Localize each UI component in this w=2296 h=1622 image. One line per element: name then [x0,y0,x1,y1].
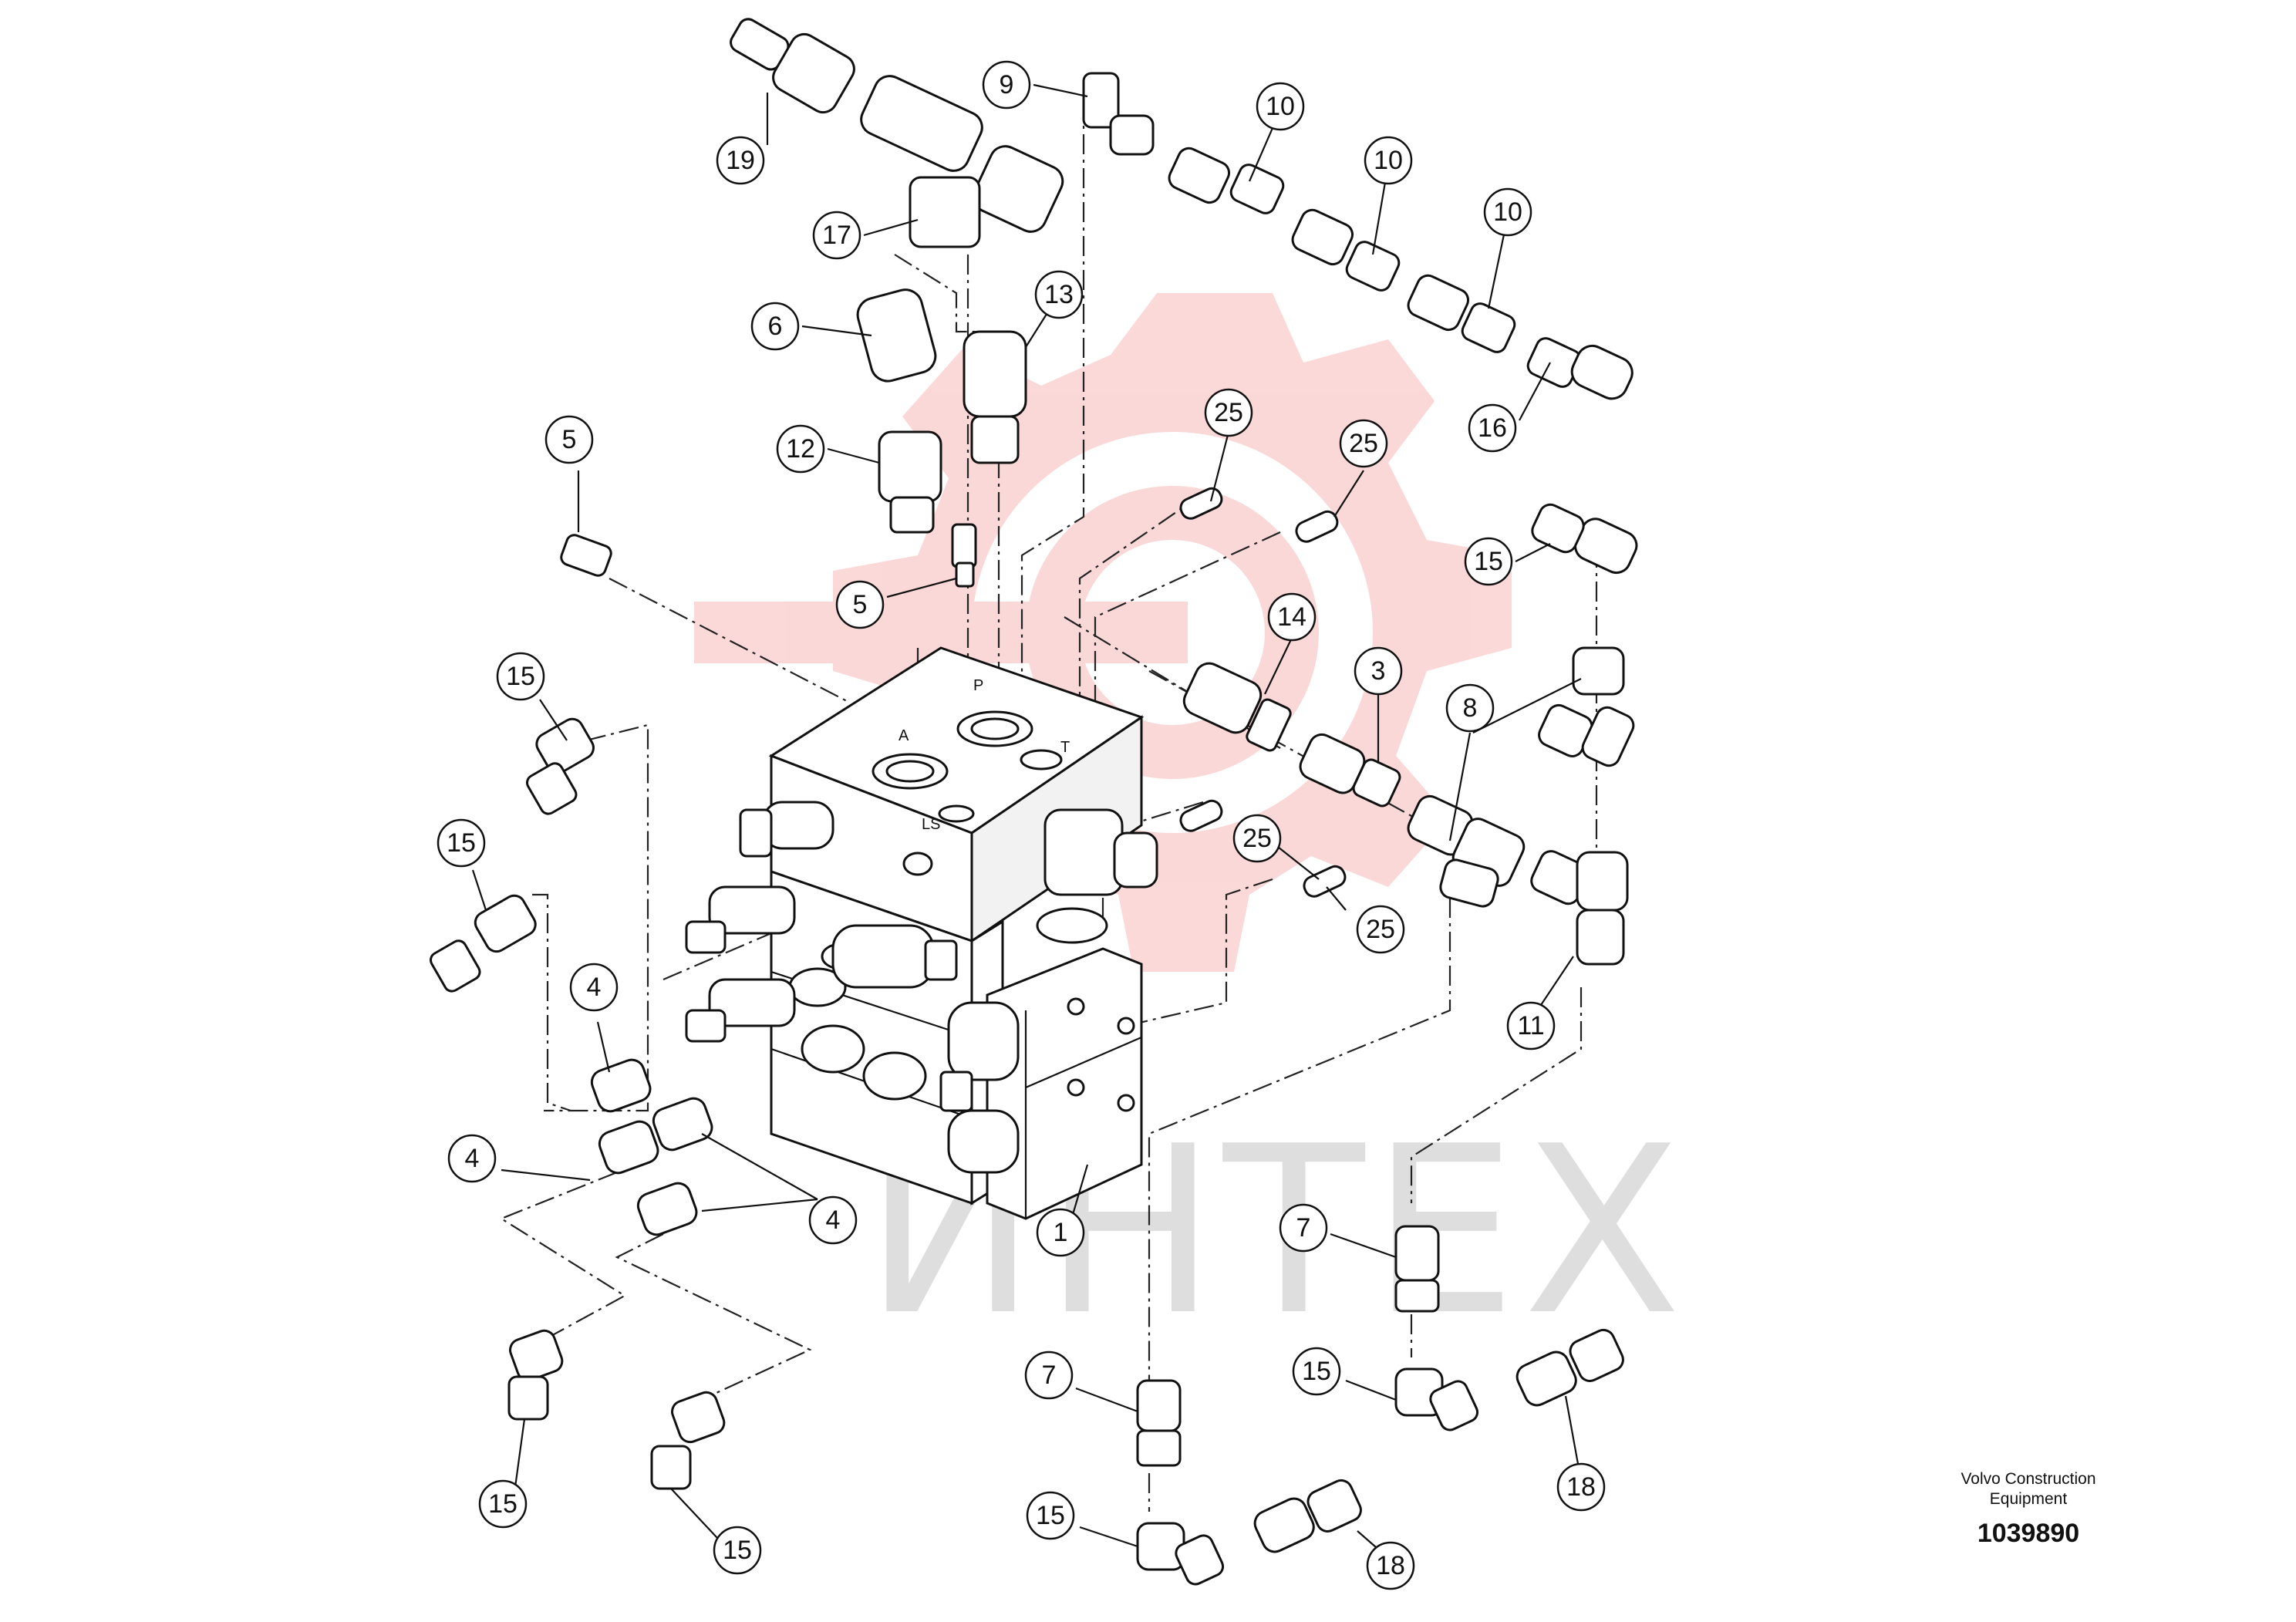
callout-16: 16 [1468,403,1517,453]
svg-text:7: 7 [1042,1361,1057,1390]
svg-text:5: 5 [853,590,868,619]
svg-text:7: 7 [1296,1213,1311,1243]
callout-15-e: 15 [1026,1491,1075,1540]
svg-text:15: 15 [1036,1501,1065,1530]
svg-text:15: 15 [506,662,535,691]
callout-15-d: 15 [1292,1347,1341,1396]
svg-text:25: 25 [1242,824,1272,853]
callout-8: 8 [1445,683,1495,733]
svg-text:15: 15 [723,1536,752,1565]
svg-text:17: 17 [822,221,851,250]
callout-6: 6 [750,302,800,351]
svg-text:9: 9 [1000,70,1014,99]
callout-18-b: 18 [1366,1541,1415,1590]
callout-5-b: 5 [835,580,885,629]
port-labels: A P T LS [899,677,1070,833]
callout-15-b: 15 [496,652,545,701]
fittings [430,18,1638,1586]
svg-text:14: 14 [1277,602,1306,632]
callout-10-a: 10 [1256,82,1305,131]
svg-text:18: 18 [1566,1472,1596,1502]
callout-25-d: 25 [1356,905,1405,954]
port-label-ls: LS [922,816,940,833]
callout-10-c: 10 [1483,187,1532,237]
callout-13: 13 [1034,270,1084,319]
svg-text:16: 16 [1478,413,1507,443]
svg-text:19: 19 [726,146,755,175]
callout-7-a: 7 [1279,1203,1328,1253]
svg-text:15: 15 [447,828,476,858]
svg-text:15: 15 [488,1489,518,1519]
svg-text:4: 4 [826,1206,841,1235]
callout-7-b: 7 [1024,1351,1074,1400]
svg-text:25: 25 [1366,915,1395,944]
callout-25-b: 25 [1339,419,1388,468]
svg-text:11: 11 [1517,1011,1544,1040]
callout-15-f: 15 [478,1479,528,1529]
callout-9: 9 [982,60,1031,110]
svg-text:25: 25 [1214,398,1243,427]
callout-4-a: 4 [569,963,619,1012]
callout-15-c: 15 [437,818,486,868]
callout-5-a: 5 [544,415,594,464]
brand-block: Volvo Construction Equipment 1039890 [1890,1469,2167,1549]
callout-1: 1 [1036,1208,1085,1257]
callout-19: 19 [716,136,765,185]
svg-text:8: 8 [1463,693,1478,723]
callout-14: 14 [1267,592,1317,642]
callout-11: 11 [1506,1001,1556,1050]
svg-text:10: 10 [1374,146,1403,175]
svg-text:3: 3 [1371,656,1386,686]
drawing-number: 1039890 [1977,1519,2080,1548]
callout-15-g: 15 [713,1526,762,1575]
svg-text:10: 10 [1266,92,1295,121]
callout-10-b: 10 [1364,136,1413,185]
callout-4-c: 4 [808,1195,858,1245]
valve-block [685,646,1158,1220]
brand-company-line-1: Volvo Construction [1961,1470,2096,1488]
svg-text:25: 25 [1349,429,1378,458]
svg-text:18: 18 [1376,1551,1405,1580]
svg-text:15: 15 [1302,1357,1331,1386]
callout-18-a: 18 [1556,1462,1606,1512]
callouts: 19 9 10 10 10 17 6 13 16 25 25 5 12 15 5… [437,60,1606,1590]
callout-17: 17 [812,211,861,260]
svg-text:5: 5 [562,425,577,454]
brand-company-line-2: Equipment [1989,1490,2068,1508]
callout-25-a: 25 [1204,388,1253,437]
svg-text:4: 4 [587,973,602,1002]
port-label-p: P [973,677,983,694]
svg-text:4: 4 [465,1144,480,1173]
callout-25-c: 25 [1232,814,1282,863]
svg-text:6: 6 [768,312,783,341]
port-label-a: A [899,727,909,744]
port-label-t: T [1060,739,1070,756]
callout-12: 12 [776,424,825,474]
callout-4-b: 4 [447,1134,497,1183]
svg-text:1: 1 [1054,1218,1068,1247]
svg-text:15: 15 [1474,547,1503,576]
callout-15-a: 15 [1464,537,1513,586]
callout-3: 3 [1354,646,1403,696]
svg-text:13: 13 [1044,280,1074,309]
svg-text:12: 12 [786,434,815,464]
svg-text:10: 10 [1493,197,1522,227]
leader-lines [471,83,1583,1559]
